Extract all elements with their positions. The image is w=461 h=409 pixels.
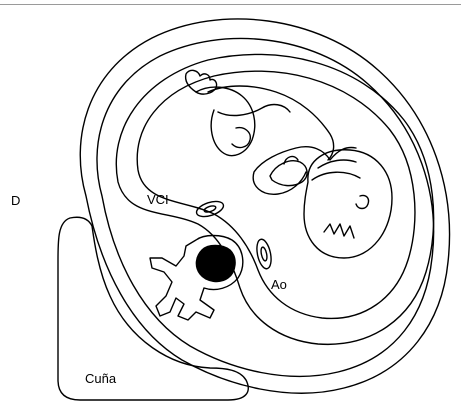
fetal-body [253, 147, 356, 195]
fetal-knee [232, 128, 250, 148]
aorta-vessel-outer [255, 238, 274, 270]
fetal-head [304, 150, 392, 258]
aorta-vessel-inner [260, 247, 268, 262]
vci-vessel-inner [203, 205, 216, 214]
label-ao: Ao [271, 278, 287, 291]
fetal-back [208, 86, 334, 160]
label-vci: VCI [147, 193, 169, 206]
fetal-leg-lower [218, 105, 290, 116]
fetal-arm [270, 157, 307, 186]
side-label-d: D [11, 194, 20, 207]
label-cuna: Cuña [85, 372, 116, 385]
fetal-face-detail [356, 195, 369, 208]
fetal-hair [312, 160, 360, 238]
vertebral-canal [196, 246, 235, 282]
